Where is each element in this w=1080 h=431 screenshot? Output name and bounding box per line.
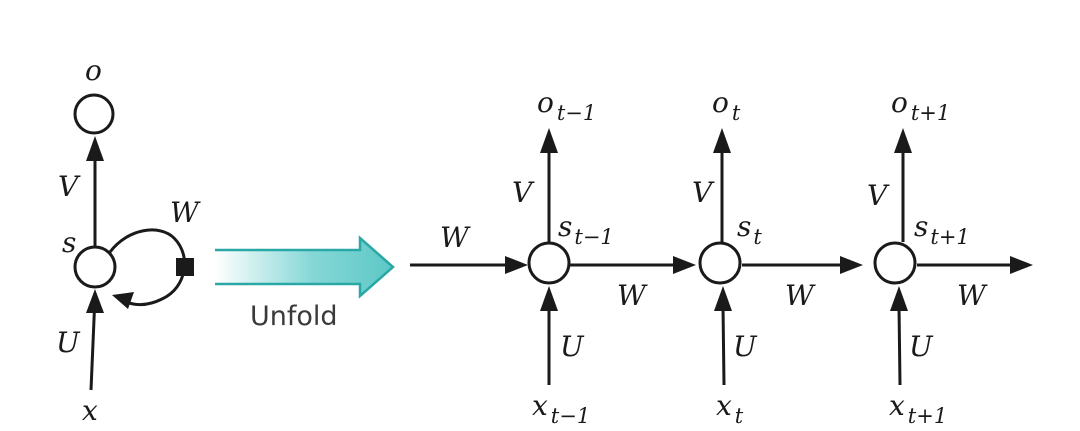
output-arrowhead	[894, 128, 912, 153]
folded-weight-v-label: V	[58, 170, 81, 203]
next-w-label: W	[957, 279, 988, 312]
next-w-arrowhead	[673, 256, 696, 274]
weight-u-label: U	[733, 330, 758, 363]
folded-hidden-label: s	[62, 226, 76, 259]
weight-v-label: V	[512, 176, 535, 209]
folded-recurrent-arrowhead	[112, 292, 134, 309]
incoming-w-label: W	[440, 221, 471, 254]
folded-input-label: x	[82, 394, 98, 427]
folded-rnn: o s x V U W	[56, 54, 201, 427]
folded-weight-w-label: W	[170, 196, 201, 229]
incoming-w-arrowhead	[505, 256, 528, 274]
next-w-arrowhead	[1010, 256, 1033, 274]
folded-output-label: o	[85, 54, 102, 87]
folded-weight-u-label: U	[56, 326, 81, 359]
hidden-label: st+1	[914, 210, 970, 249]
folded-delay-square	[176, 258, 194, 276]
weight-u-label: U	[560, 330, 585, 363]
input-arrow	[721, 305, 726, 386]
input-arrowhead	[890, 286, 908, 311]
weight-v-label: V	[867, 179, 890, 212]
folded-hidden-node	[73, 245, 117, 289]
folded-output-node	[73, 93, 115, 135]
weight-v-label: V	[692, 176, 715, 209]
next-w-label: W	[785, 279, 816, 312]
unfold-arrow-body	[215, 238, 393, 296]
unfold-label: Unfold	[250, 301, 338, 332]
hidden-node	[527, 241, 571, 285]
folded-input-arrowhead	[86, 289, 104, 313]
unfold-arrow-outline	[215, 235, 395, 299]
unfold-arrow: Unfold	[215, 235, 395, 332]
hidden-label: st−1	[558, 210, 614, 249]
next-w-label: W	[617, 279, 648, 312]
hidden-node	[873, 241, 917, 285]
weight-u-label: U	[909, 330, 934, 363]
hidden-label: st	[737, 210, 762, 249]
input-arrow	[897, 305, 902, 386]
input-arrowhead	[540, 286, 558, 311]
next-w-arrowhead	[840, 256, 863, 274]
hidden-node	[698, 241, 742, 285]
folded-recurrent-loop	[108, 228, 187, 306]
input-arrowhead	[714, 286, 732, 311]
folded-output-arrowhead	[86, 136, 104, 161]
output-arrowhead	[540, 128, 558, 153]
output-arrowhead	[713, 128, 731, 153]
